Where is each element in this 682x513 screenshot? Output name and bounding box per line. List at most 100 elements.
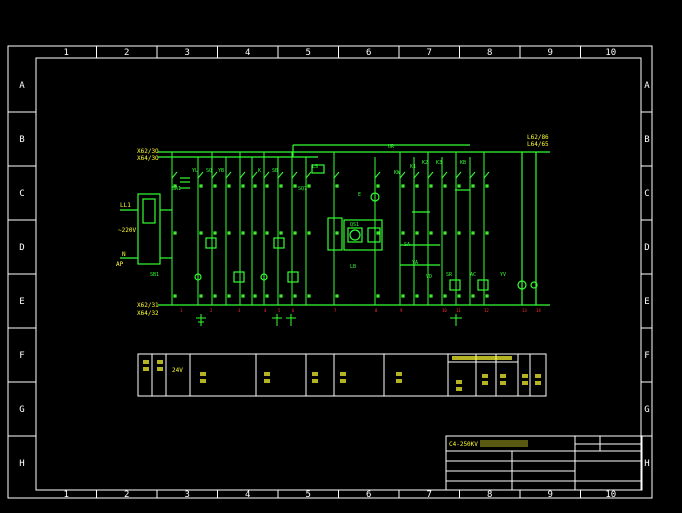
legend-glyph	[312, 379, 318, 383]
component-label: VD	[426, 274, 432, 280]
left-label-ap: AP	[116, 261, 124, 268]
terminal-dot	[401, 294, 405, 298]
legend-glyph	[157, 360, 163, 364]
terminal-dot	[457, 231, 461, 235]
terminal-dot	[429, 294, 433, 298]
terminal-dot	[173, 294, 177, 298]
legend-glyph	[200, 379, 206, 383]
switch-contact	[441, 171, 448, 179]
lamp-1	[194, 273, 202, 281]
col-label-top: 7	[427, 48, 432, 58]
row-label-left: H	[19, 459, 24, 469]
legend-glyph	[500, 381, 506, 385]
terminal-dot	[307, 184, 311, 188]
col-label-top: 6	[366, 48, 371, 58]
row-label-left: G	[19, 405, 24, 415]
terminal-dot	[335, 294, 339, 298]
legend-glyph	[522, 374, 528, 378]
bus-labels: X62/3O X64/3O X62/31 X64/32 L62/86 L64/6…	[116, 134, 549, 317]
terminal-dot	[457, 294, 461, 298]
component-label: SB1	[150, 272, 159, 278]
row-label-right: C	[644, 189, 649, 199]
row-label-left: E	[19, 297, 24, 307]
terminal-dot	[199, 231, 203, 235]
switch-contact	[197, 171, 204, 179]
motor-symbol	[349, 229, 361, 241]
switch-contact	[399, 171, 406, 179]
terminal-dot	[253, 231, 257, 235]
component-label: K2	[422, 160, 428, 166]
terminal-dot	[376, 184, 380, 188]
terminal-dot	[227, 184, 231, 188]
row-label-right: G	[644, 405, 649, 415]
node-number: 10	[442, 308, 447, 313]
rungs	[171, 152, 490, 305]
terminal-dot	[293, 231, 297, 235]
node-number: 2	[210, 308, 213, 313]
col-label-top: 1	[64, 48, 69, 58]
terminal-dot	[173, 231, 177, 235]
terminal-dot	[241, 231, 245, 235]
row-label-left: A	[19, 81, 25, 91]
right-top-label-2: L64/65	[527, 141, 549, 148]
legend-glyph	[340, 372, 346, 376]
switch-contact	[427, 171, 434, 179]
terminal-dot	[429, 184, 433, 188]
terminal-dot	[241, 294, 245, 298]
component-label: K1	[410, 164, 416, 170]
col-label-bottom: 8	[487, 490, 492, 500]
legend-glyph	[264, 372, 270, 376]
terminal-dot	[293, 294, 297, 298]
legend-glyph	[396, 372, 402, 376]
node-number: 3	[238, 308, 241, 313]
row-label-right: A	[644, 81, 650, 91]
legend-glyph	[340, 379, 346, 383]
col-label-bottom: 9	[548, 490, 553, 500]
node-number: 4	[264, 308, 267, 313]
switch-contact	[374, 171, 381, 179]
terminal-dot	[429, 231, 433, 235]
node-number: 9	[400, 308, 403, 313]
motor-inner-2	[367, 227, 381, 243]
legend-voltage: 24V	[172, 367, 183, 374]
component-label: SQ	[206, 168, 212, 174]
terminal-dot	[415, 184, 419, 188]
component-label: KB	[460, 160, 466, 166]
relay-coil-3	[273, 237, 285, 249]
bus-top-label-1: X62/3O	[137, 148, 159, 155]
row-label-right: D	[644, 243, 649, 253]
legend-glyph	[522, 381, 528, 385]
terminal-dot	[335, 231, 339, 235]
switch-contact	[413, 171, 420, 179]
terminal-dot	[279, 294, 283, 298]
row-label-left: F	[19, 351, 24, 361]
legend-glyph	[535, 374, 541, 378]
legend-glyph	[143, 360, 149, 364]
terminal-dot	[335, 184, 339, 188]
bus-bottom-label-2: X64/32	[137, 310, 159, 317]
timer-block	[311, 164, 325, 174]
terminal-dot	[485, 294, 489, 298]
row-label-left: D	[19, 243, 24, 253]
switch-contact	[277, 171, 284, 179]
component-label: YV	[500, 272, 506, 278]
col-label-top: 10	[605, 48, 616, 58]
title-block-frame	[445, 435, 643, 491]
circuit	[120, 144, 550, 306]
left-label-n: N	[122, 251, 126, 258]
bus-bottom-label-1: X62/31	[137, 302, 159, 309]
motor-inner-1	[347, 227, 363, 243]
component-label: AC	[470, 272, 476, 278]
terminal-dot	[265, 294, 269, 298]
component-label: QS1	[350, 222, 359, 228]
relay-coil-1	[205, 237, 217, 249]
legend-glyph	[200, 372, 206, 376]
switch-contact	[333, 171, 340, 179]
row-label-right: E	[644, 297, 649, 307]
transformer-block	[137, 193, 161, 265]
supply-label: ~220V	[118, 227, 136, 234]
component-label: KW	[394, 170, 401, 176]
terminal-dot	[265, 184, 269, 188]
